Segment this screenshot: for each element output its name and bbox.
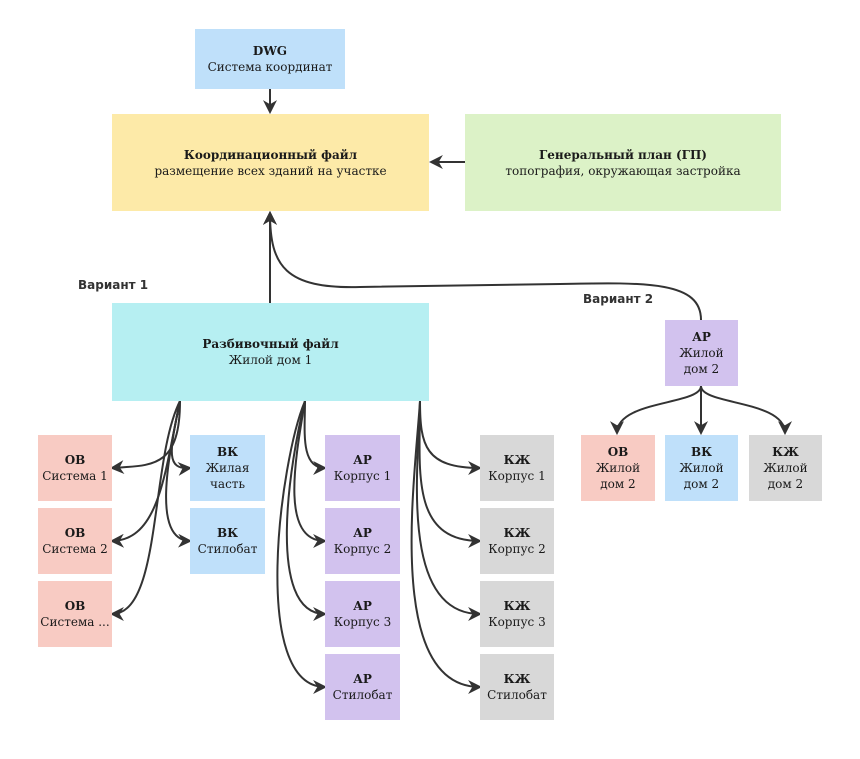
node-coordination-file-subtitle: размещение всех зданий на участке <box>154 163 387 178</box>
edge-razb-to-ov3 <box>109 400 181 621</box>
node-general-plan-title: Генеральный план (ГП) <box>539 147 707 162</box>
node-kzh-building-3-title: КЖ <box>503 599 531 613</box>
node-ov-system-1-subtitle: Система 1 <box>42 469 108 483</box>
node-ar-building-1[interactable]: АР Корпус 1 <box>325 435 400 501</box>
node-kzh-building-2-title: КЖ <box>503 526 531 540</box>
edge-razb-to-kzh2 <box>418 400 483 548</box>
node-kzh-building-1-subtitle: Корпус 1 <box>488 469 546 483</box>
variant-1-label: Вариант 1 <box>78 278 149 292</box>
node-ar-building-2[interactable]: АР Корпус 2 <box>325 508 400 574</box>
node-vk-residential-subtitle: Жилая часть <box>205 461 250 491</box>
node-kzh-building-1-title: КЖ <box>503 453 531 467</box>
node-vk-stylobate[interactable]: ВК Стилобат <box>190 508 265 574</box>
edge-razb-to-vk1 <box>170 400 193 476</box>
node-ov-system-2-title: ОВ <box>64 526 86 540</box>
node-vk-house-2[interactable]: ВК Жилой дом 2 <box>665 435 738 501</box>
node-kzh-stylobate[interactable]: КЖ Стилобат <box>480 654 554 720</box>
node-ov-house-2[interactable]: ОВ Жилой дом 2 <box>581 435 655 501</box>
node-ov-system-1[interactable]: ОВ Система 1 <box>38 435 112 501</box>
node-ov-system-2-subtitle: Система 2 <box>42 542 108 556</box>
node-vk-residential-title: ВК <box>216 445 239 459</box>
node-coordination-file-title: Координационный файл <box>183 147 358 162</box>
node-ov-house-2-subtitle: Жилой дом 2 <box>595 461 641 491</box>
edge-razb-to-ar3 <box>285 400 328 621</box>
node-kzh-stylobate-title: КЖ <box>503 672 531 686</box>
node-ov-system-1-title: ОВ <box>64 453 86 467</box>
edge-razb-to-ar2 <box>293 400 328 548</box>
node-ar-building-1-subtitle: Корпус 1 <box>333 469 392 483</box>
node-kzh-house-2-subtitle: Жилой дом 2 <box>763 461 808 491</box>
node-kzh-house-2-title: КЖ <box>772 445 799 459</box>
node-vk-house-2-subtitle: Жилой дом 2 <box>679 461 724 491</box>
node-kzh-building-2-subtitle: Корпус 2 <box>488 542 546 556</box>
node-layout-file-subtitle: Жилой дом 1 <box>228 353 313 367</box>
node-dwg[interactable]: DWG Система координат <box>195 29 345 89</box>
node-ar-building-3-title: АР <box>353 599 372 613</box>
node-kzh-building-3[interactable]: КЖ Корпус 3 <box>480 581 554 647</box>
node-layout-file[interactable]: Разбивочный файл Жилой дом 1 <box>112 303 429 401</box>
variant-2-label: Вариант 2 <box>583 292 654 306</box>
edge-razb-to-ar1 <box>303 400 328 475</box>
node-ar-house-2-subtitle: Жилой дом 2 <box>679 346 724 376</box>
node-ov-system-more-subtitle: Система ... <box>40 615 110 629</box>
node-kzh-stylobate-subtitle: Стилобат <box>487 688 547 702</box>
node-vk-stylobate-subtitle: Стилобат <box>197 542 258 556</box>
node-ar-house-2-title: АР <box>692 330 711 344</box>
node-ar-building-3[interactable]: АР Корпус 3 <box>325 581 400 647</box>
node-ar-building-3-subtitle: Корпус 3 <box>333 615 392 629</box>
node-kzh-building-2[interactable]: КЖ Корпус 2 <box>480 508 554 574</box>
edge-razb-to-ar4 <box>276 400 328 694</box>
node-ar-building-2-subtitle: Корпус 2 <box>333 542 392 556</box>
node-kzh-house-2[interactable]: КЖ Жилой дом 2 <box>749 435 822 501</box>
edge-razb-to-kzh4 <box>410 400 483 694</box>
node-ar-building-2-title: АР <box>353 526 372 540</box>
node-ar-stylobate-title: АР <box>353 672 372 686</box>
edge-ar-v2-to-coord <box>263 210 702 321</box>
node-vk-stylobate-title: ВК <box>216 526 239 540</box>
node-kzh-building-3-subtitle: Корпус 3 <box>488 615 546 629</box>
edge-razb-to-kzh1 <box>419 400 483 475</box>
edge-ar-v2-to-ov-v2 <box>610 385 702 436</box>
node-ov-house-2-title: ОВ <box>607 445 629 459</box>
edge-razb-to-ov2 <box>109 400 181 548</box>
edge-razb-to-ov1 <box>109 400 181 475</box>
node-vk-residential[interactable]: ВК Жилая часть <box>190 435 265 501</box>
node-general-plan-subtitle: топография, окружающая застройка <box>505 163 741 178</box>
node-ov-system-more-title: ОВ <box>64 599 86 613</box>
edge-razb-to-vk2 <box>165 400 193 548</box>
node-ov-system-2[interactable]: ОВ Система 2 <box>38 508 112 574</box>
node-ar-building-1-title: АР <box>353 453 372 467</box>
node-dwg-subtitle: Система координат <box>207 60 333 74</box>
node-layout-file-title: Разбивочный файл <box>202 337 339 351</box>
node-vk-house-2-title: ВК <box>690 445 713 459</box>
edge-ar-v2-to-kzh-v2 <box>700 385 792 436</box>
node-general-plan[interactable]: Генеральный план (ГП) топография, окружа… <box>465 114 781 211</box>
node-kzh-building-1[interactable]: КЖ Корпус 1 <box>480 435 554 501</box>
node-ar-house-2[interactable]: АР Жилой дом 2 <box>665 320 738 386</box>
node-ov-system-more[interactable]: ОВ Система ... <box>38 581 112 647</box>
node-dwg-title: DWG <box>252 44 288 58</box>
node-coordination-file[interactable]: Координационный файл размещение всех зда… <box>112 114 429 211</box>
edge-razb-to-kzh3 <box>415 400 483 621</box>
node-ar-stylobate-subtitle: Стилобат <box>332 688 393 702</box>
node-ar-stylobate[interactable]: АР Стилобат <box>325 654 400 720</box>
